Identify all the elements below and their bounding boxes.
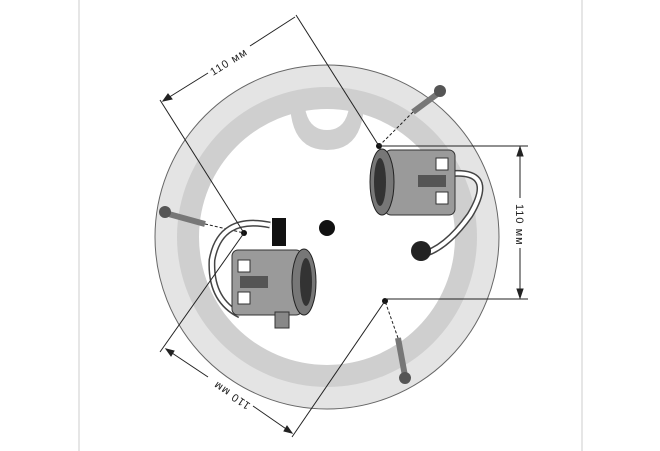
dimension-label-right: 110 мм [513, 204, 525, 246]
dimension-label-top: 110 мм [208, 46, 250, 78]
screw-icon [384, 300, 411, 384]
dimension-right [379, 145, 528, 300]
center-hole [319, 220, 335, 236]
screw-icon [378, 85, 446, 147]
lamp-holder-left [208, 218, 317, 329]
dimension-top-left [159, 14, 380, 234]
screw-icon [159, 206, 245, 234]
lamp-holder-right [369, 148, 484, 261]
dimension-bottom-left [159, 232, 386, 438]
